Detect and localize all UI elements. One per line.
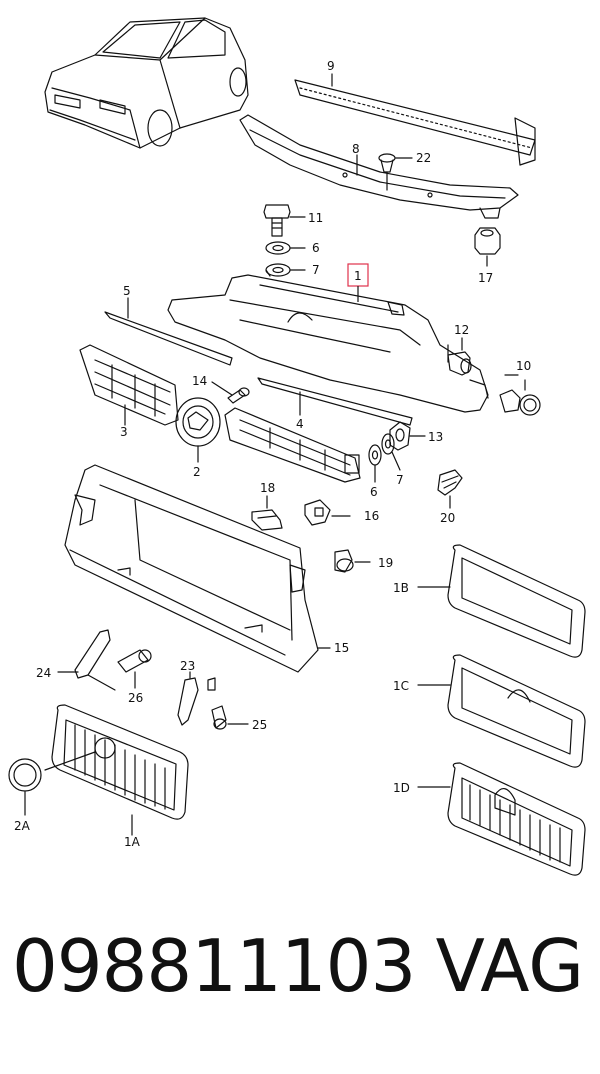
part-3-grille-insert-right bbox=[224, 407, 361, 483]
part-1-grille-frame bbox=[167, 274, 489, 413]
part-23-bracket bbox=[177, 671, 216, 726]
part-19-push-clip bbox=[334, 549, 371, 573]
part-15-lower-panel bbox=[64, 464, 331, 673]
part-6-washer-lower bbox=[368, 444, 382, 483]
label-22: 22 bbox=[416, 151, 431, 165]
label-6-upper: 6 bbox=[312, 241, 320, 255]
label-7-lower: 7 bbox=[396, 473, 404, 487]
part-26-bolt bbox=[117, 649, 152, 689]
label-16: 16 bbox=[364, 509, 379, 523]
label-18: 18 bbox=[260, 481, 275, 495]
part-9-seal bbox=[294, 73, 536, 166]
part-8-panel bbox=[239, 114, 519, 219]
exploded-parts-diagram: 9 8 22 11 6 7 17 1 5 12 10 14 4 3 13 2 6… bbox=[8, 17, 586, 876]
label-7-upper: 7 bbox=[312, 263, 320, 277]
label-10: 10 bbox=[516, 359, 531, 373]
brand-name: VAG bbox=[435, 924, 584, 1008]
label-1C: 1C bbox=[393, 679, 409, 693]
part-2-emblem bbox=[175, 397, 221, 463]
part-7-spring-washer-upper bbox=[265, 263, 306, 277]
part-20-clip bbox=[437, 469, 463, 509]
part-16-clip bbox=[304, 499, 351, 526]
part-5-trim-strip bbox=[104, 297, 233, 366]
part-13-nut bbox=[389, 421, 426, 451]
label-23: 23 bbox=[180, 659, 195, 673]
part-14-screw bbox=[211, 381, 250, 404]
label-12: 12 bbox=[454, 323, 469, 337]
label-8: 8 bbox=[352, 142, 360, 156]
part-18-clip bbox=[251, 495, 283, 531]
label-14: 14 bbox=[192, 374, 207, 388]
part-3-grille-insert-left bbox=[79, 344, 179, 426]
label-9: 9 bbox=[327, 59, 335, 73]
label-1B: 1B bbox=[393, 581, 409, 595]
label-5: 5 bbox=[123, 284, 131, 298]
label-13: 13 bbox=[428, 430, 443, 444]
part-6-washer-upper bbox=[265, 241, 306, 255]
label-25: 25 bbox=[252, 718, 267, 732]
part-number: 098811103 bbox=[12, 924, 416, 1008]
part-2A-badge bbox=[8, 758, 42, 816]
label-1A: 1A bbox=[124, 835, 141, 849]
part-1A-grille bbox=[44, 704, 189, 836]
label-2A: 2A bbox=[14, 819, 31, 833]
part-22-clip bbox=[378, 153, 413, 191]
part-1B-frame bbox=[417, 544, 586, 658]
part-4-trim-strip bbox=[257, 377, 413, 426]
label-6-lower: 6 bbox=[370, 485, 378, 499]
label-1D: 1D bbox=[393, 781, 410, 795]
part-10-bolt bbox=[499, 379, 541, 416]
part-1D-grille bbox=[417, 762, 586, 876]
label-3: 3 bbox=[120, 425, 128, 439]
part-25-screw bbox=[211, 705, 249, 730]
label-15: 15 bbox=[334, 641, 349, 655]
part-17-nut bbox=[474, 227, 501, 267]
label-24: 24 bbox=[36, 666, 51, 680]
footer: 098811103 VAG bbox=[0, 930, 600, 1050]
label-2: 2 bbox=[193, 465, 201, 479]
part-1C-frame bbox=[417, 654, 586, 768]
part-24-bracket bbox=[57, 629, 116, 691]
label-1: 1 bbox=[354, 269, 362, 283]
label-26: 26 bbox=[128, 691, 143, 705]
label-17: 17 bbox=[478, 271, 493, 285]
label-20: 20 bbox=[440, 511, 455, 525]
car-illustration bbox=[44, 17, 249, 149]
label-19: 19 bbox=[378, 556, 393, 570]
part-11-bolt bbox=[263, 204, 306, 237]
part-12-plug bbox=[447, 337, 472, 376]
label-11: 11 bbox=[308, 211, 323, 225]
label-4: 4 bbox=[296, 417, 304, 431]
